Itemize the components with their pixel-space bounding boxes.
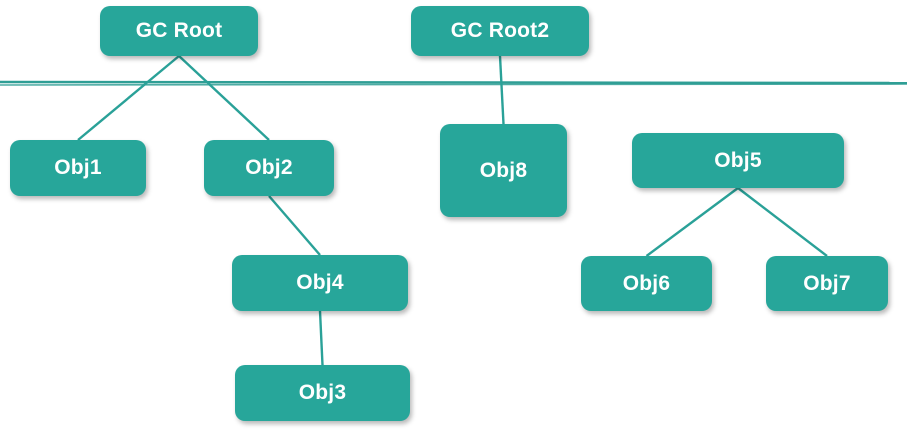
- edge-obj5-obj6: [645, 187, 739, 257]
- node-label: GC Root: [135, 19, 223, 42]
- edge-obj5-obj7: [737, 187, 828, 257]
- node-label: Obj3: [298, 381, 347, 404]
- node-label: Obj8: [479, 158, 528, 182]
- node-obj7[interactable]: Obj7: [766, 256, 888, 311]
- edge-obj4-obj3: [318, 310, 324, 366]
- node-label: Obj1: [54, 156, 102, 179]
- node-obj3[interactable]: Obj3: [235, 365, 410, 421]
- node-obj4[interactable]: Obj4: [232, 255, 408, 311]
- node-obj5[interactable]: Obj5: [632, 133, 844, 188]
- node-obj8[interactable]: Obj8: [440, 124, 567, 217]
- node-gcroot[interactable]: GC Root: [100, 6, 258, 56]
- node-obj1[interactable]: Obj1: [10, 140, 146, 196]
- node-obj6[interactable]: Obj6: [581, 256, 712, 311]
- node-gcroot2[interactable]: GC Root2: [411, 6, 589, 56]
- node-label: Obj6: [622, 271, 671, 295]
- node-label: Obj5: [714, 148, 762, 172]
- edge-gcroot-obj2: [178, 55, 270, 141]
- node-obj2[interactable]: Obj2: [204, 140, 334, 196]
- edge-gcroot-obj1: [77, 55, 180, 141]
- node-label: GC Root2: [450, 19, 550, 42]
- edge-obj2-obj4: [268, 195, 321, 256]
- edge-gcroot2-obj8: [498, 55, 505, 125]
- node-label: Obj4: [296, 271, 344, 294]
- node-label: Obj7: [803, 271, 851, 295]
- node-label: Obj2: [245, 156, 293, 179]
